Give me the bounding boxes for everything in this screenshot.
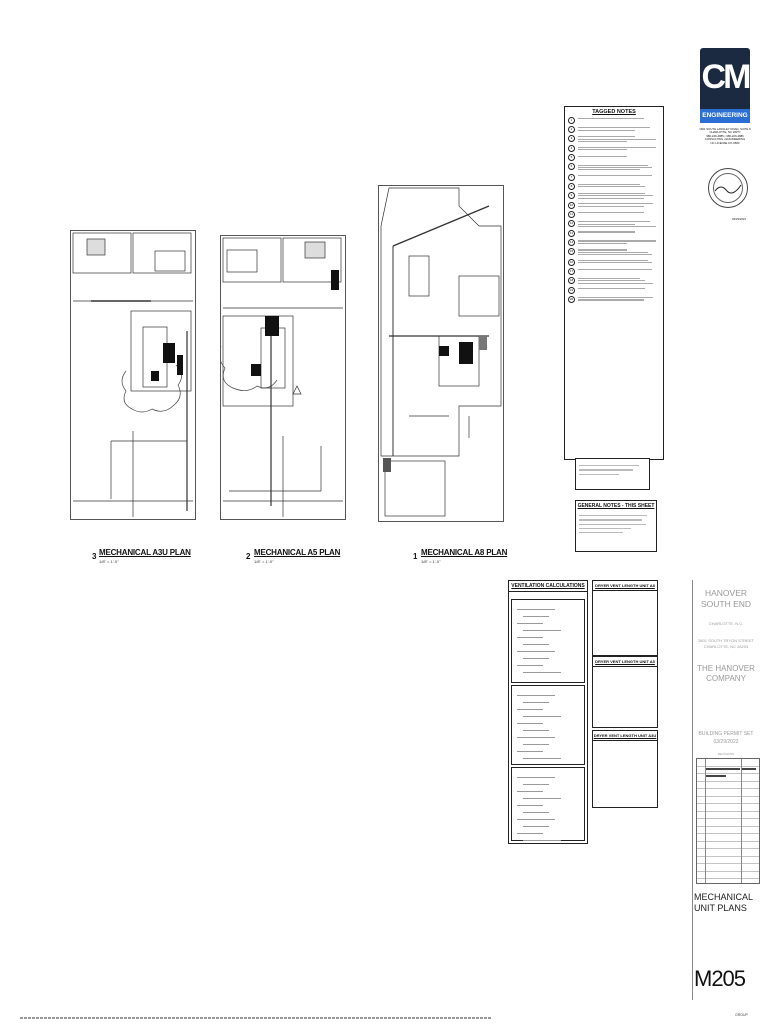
plan-scale: 1/8" = 1'-0" xyxy=(99,559,119,564)
firm-address-block: 1601 SOUTH LANGLEY ROAD, SUITE 5 CHARLOT… xyxy=(690,128,760,145)
firm-address-line: 980-229-4885 • 980-229-4886 xyxy=(706,134,744,138)
dryer-vent-title: DRYER VENT LENGTH UNIT A5 xyxy=(593,657,657,667)
ventilation-calcs-box: VENTILATION CALCULATIONS xyxy=(508,580,588,844)
tagged-note: 17 xyxy=(568,267,660,275)
tagged-note: 5 xyxy=(568,154,660,162)
tagged-note: 20 xyxy=(568,295,660,303)
tagged-note: 10 xyxy=(568,201,660,209)
revisions-table xyxy=(696,758,760,884)
project-city: CHARLOTTE, N.C. xyxy=(708,621,744,626)
tagged-note: 2 xyxy=(568,126,660,133)
permit-set-name: BUILDING PERMIT SET xyxy=(698,731,754,737)
sheet-number: M205 xyxy=(694,966,746,991)
disclaimer-strip xyxy=(20,1017,492,1019)
plan-a3u-linework xyxy=(72,232,193,517)
note-number-bubble: 4 xyxy=(568,145,575,153)
note-number-bubble: 3 xyxy=(568,135,575,142)
note-number-bubble: 16 xyxy=(568,258,575,266)
title-block-frame xyxy=(692,580,759,1000)
tagged-note: 13 xyxy=(568,230,660,238)
sheet-title: MECHANICAL UNIT PLANS xyxy=(694,892,753,913)
tagged-note: 3 xyxy=(568,135,660,143)
dryer-vent-title: DRYER VENT LENGTH UNIT A3U xyxy=(593,731,657,741)
note-callout-box xyxy=(575,458,650,490)
project-name: HANOVER SOUTH END xyxy=(700,588,752,609)
engineer-seal xyxy=(708,168,748,208)
tagged-note: 9 xyxy=(568,191,660,200)
plan-a5-linework xyxy=(219,237,343,517)
note-number-bubble: 6 xyxy=(568,163,575,171)
note-number-bubble: 10 xyxy=(568,201,575,209)
plan-number: 1 xyxy=(413,552,418,561)
dryer-vent-title: DRYER VENT LENGTH UNIT A8 xyxy=(593,581,657,591)
note-number-bubble: 8 xyxy=(568,182,575,190)
note-number-bubble: 11 xyxy=(568,210,575,218)
note-number-bubble: 7 xyxy=(568,173,575,181)
note-number-bubble: 17 xyxy=(568,267,575,275)
project-street: 2601 SOUTH TRYON STREET xyxy=(698,638,754,643)
note-number-bubble: 20 xyxy=(568,295,575,303)
plan-scale: 1/8" = 1'-0" xyxy=(254,559,274,564)
note-number-bubble: 12 xyxy=(568,219,575,227)
note-number-bubble: 14 xyxy=(568,239,575,247)
note-number-bubble: 19 xyxy=(568,286,575,294)
tagged-note: 6 xyxy=(568,163,660,171)
firm-address-line: CONSULTING • ENGINEERING xyxy=(704,138,746,142)
tagged-note: 11 xyxy=(568,210,660,218)
tagged-notes-title: TAGGED NOTES xyxy=(592,109,636,115)
note-number-bubble: 1 xyxy=(568,117,575,124)
plan-a8-linework xyxy=(380,187,502,517)
tagged-note: 8 xyxy=(568,182,660,190)
tagged-note: 19 xyxy=(568,286,660,294)
logo-subtitle: ENGINEERING xyxy=(700,109,750,123)
firm-address-line: NC LICENSE # P-0580 xyxy=(710,141,740,145)
revisions-label: REVISIONS xyxy=(717,752,735,756)
permit-set-date: 03/29/2022 xyxy=(713,739,739,745)
tagged-note: 18 xyxy=(568,276,660,285)
plan-title: MECHANICAL A8 PLAN xyxy=(421,548,508,557)
tagged-note: 14 xyxy=(568,239,660,247)
firm-logo: CM ENGINEERING xyxy=(700,48,752,123)
dryer-vent-a3u-box: DRYER VENT LENGTH UNIT A3U xyxy=(592,730,658,808)
plan-number: 2 xyxy=(246,552,251,561)
plan-a5-drawing xyxy=(219,235,346,520)
dryer-vent-a8-box: DRYER VENT LENGTH UNIT A8 xyxy=(592,580,658,656)
plan-title: MECHANICAL A5 PLAN xyxy=(254,548,341,557)
project-city-state: CHARLOTTE, NC 28203 xyxy=(703,644,749,649)
signature-mark xyxy=(714,184,742,194)
sheet-code: GROUP xyxy=(735,1013,748,1017)
tagged-note: 15 xyxy=(568,248,660,256)
note-number-bubble: 15 xyxy=(568,248,575,256)
dryer-vent-a5-box: DRYER VENT LENGTH UNIT A5 xyxy=(592,656,658,728)
tagged-note: 4 xyxy=(568,145,660,153)
note-number-bubble: 18 xyxy=(568,276,575,284)
plan-number: 3 xyxy=(92,552,97,561)
seal-date: 03/29/2022 xyxy=(732,218,746,221)
ventilation-calcs-title: VENTILATION CALCULATIONS xyxy=(509,581,587,592)
note-number-bubble: 2 xyxy=(568,126,575,133)
firm-address-line: CHARLOTTE, NC 28277 xyxy=(709,131,741,135)
tagged-note: 12 xyxy=(568,219,660,228)
firm-address-line: 1601 SOUTH LANGLEY ROAD, SUITE 5 xyxy=(699,128,751,131)
note-number-bubble: 13 xyxy=(568,230,575,238)
plan-a3u-drawing xyxy=(70,230,196,520)
general-notes-title: GENERAL NOTES - THIS SHEET xyxy=(577,503,655,509)
general-notes-box: GENERAL NOTES - THIS SHEET xyxy=(575,500,657,552)
note-number-bubble: 5 xyxy=(568,154,575,162)
plan-title: MECHANICAL A3U PLAN xyxy=(99,548,191,557)
plan-a8-drawing xyxy=(378,185,504,522)
note-number-bubble: 9 xyxy=(568,191,575,199)
tagged-note: 7 xyxy=(568,173,660,181)
plan-scale: 1/8" = 1'-0" xyxy=(421,559,441,564)
client-name: THE HANOVER COMPANY xyxy=(697,664,755,683)
logo-letters: CM xyxy=(701,58,752,96)
tagged-note: 16 xyxy=(568,258,660,266)
tagged-note: 1 xyxy=(568,117,660,124)
